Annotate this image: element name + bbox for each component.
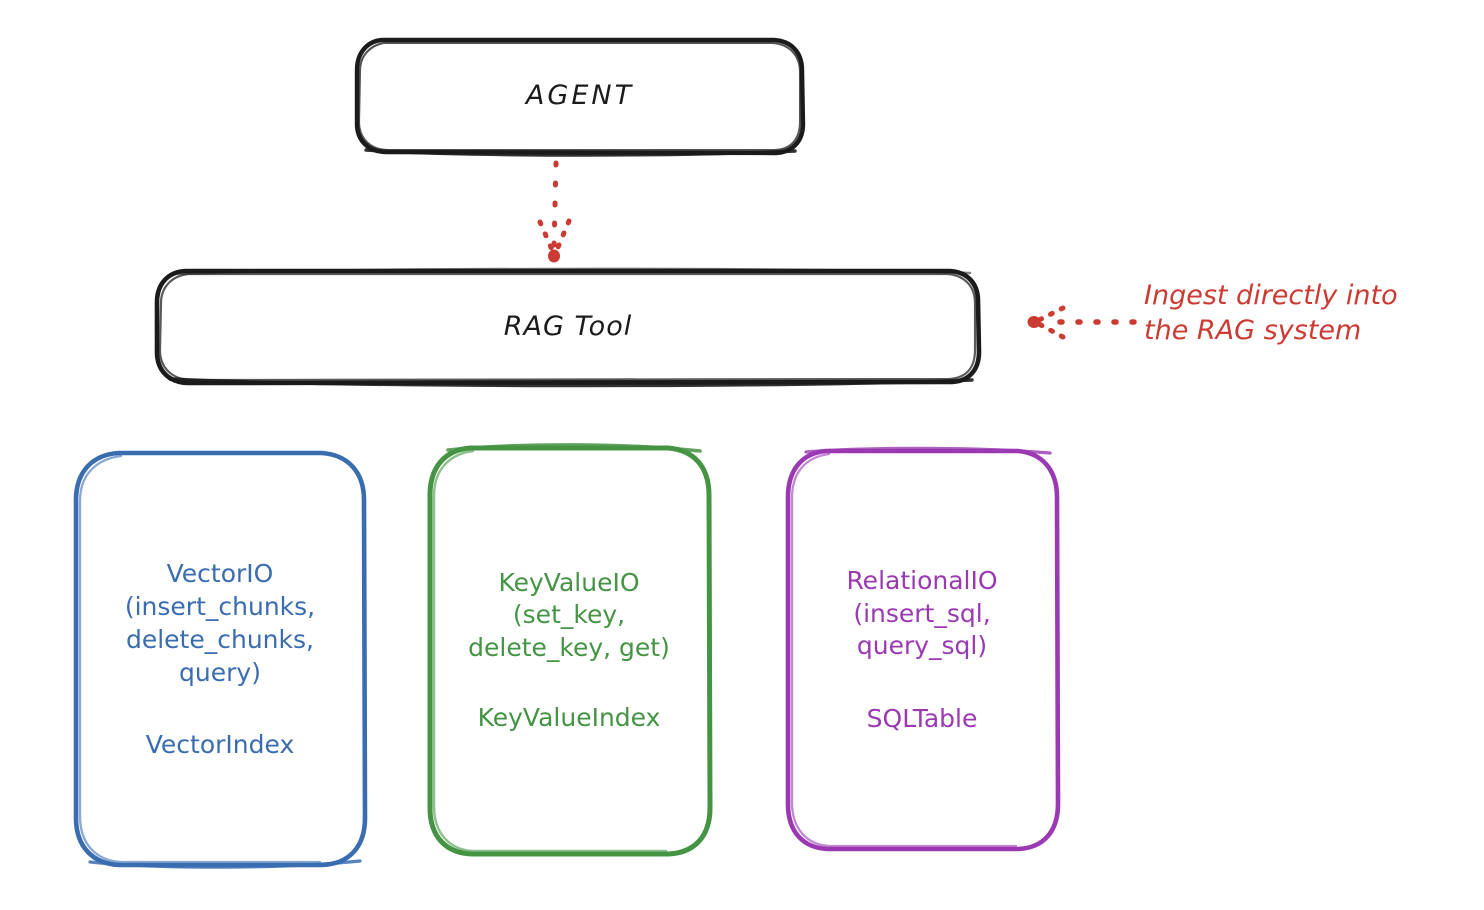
ingest-note-arrow (1027, 305, 1137, 340)
vector-io-subtitle: VectorIndex (145, 729, 295, 759)
rag-tool-node-label: RAG Tool (503, 310, 633, 342)
key-value-io-box-outline (427, 443, 713, 857)
relational-io-node[interactable]: RelationalIO (insert_sql, query_sql) SQL… (786, 450, 1058, 850)
key-value-io-subtitle: KeyValueIndex (477, 703, 661, 732)
relational-io-box-outline (785, 446, 1061, 852)
agent-node-label: AGENT (525, 80, 635, 111)
agent-to-rag-tool-arrow (537, 160, 572, 263)
key-value-io-title: KeyValueIO (set_key, delete_key, get) (468, 567, 670, 662)
agent-node[interactable]: AGENT (356, 38, 804, 153)
agent-box-outline (354, 37, 806, 157)
ingest-annotation-text: Ingest directly into the RAG system (1144, 280, 1398, 347)
rag-tool-node[interactable]: RAG Tool (156, 268, 980, 384)
vector-io-box-outline (73, 450, 368, 869)
key-value-io-node[interactable]: KeyValueIO (set_key, delete_key, get) Ke… (428, 446, 710, 855)
relational-io-title: RelationalIO (insert_sql, query_sql) (846, 566, 998, 660)
vector-io-title: VectorIO (insert_chunks, delete_chunks, … (124, 558, 316, 687)
relational-io-subtitle: SQLTable (866, 703, 978, 733)
vector-io-node[interactable]: VectorIO (insert_chunks, delete_chunks, … (74, 452, 366, 866)
rag-tool-box-outline (154, 267, 982, 388)
